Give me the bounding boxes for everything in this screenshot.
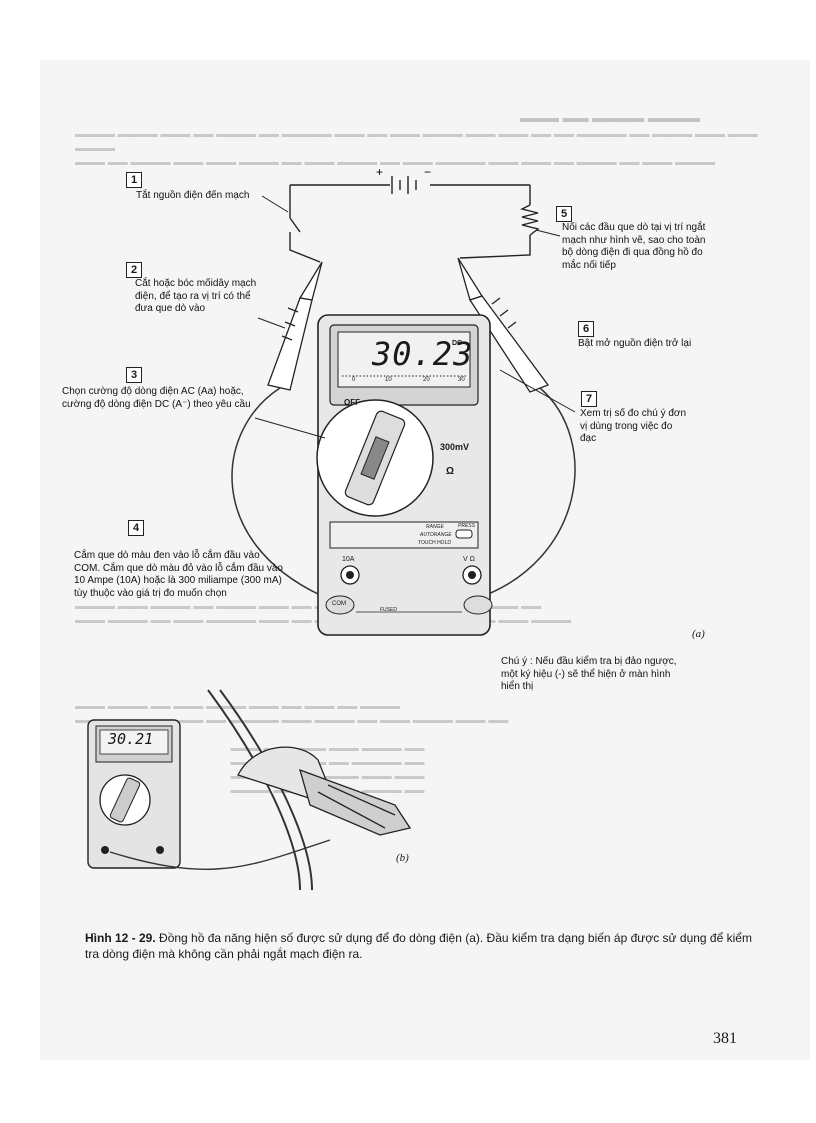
fused-label: FUSED [380,607,397,613]
bleed-through-text: ▬▬▬▬ ▬▬▬▬ ▬▬▬ ▬▬ ▬▬▬▬ ▬▬ ▬▬▬▬▬ ▬▬▬ ▬▬ ▬▬… [75,129,758,168]
circuit-wire-left [289,185,321,263]
caption-prefix: Hình 12 - 29. [85,931,156,945]
reverse-probe-note: Chú ý : Nếu đầu kiểm tra bị đảo ngược, m… [501,656,677,692]
caption-text: Đồng hồ đa năng hiện số được sử dụng để … [85,931,752,961]
wire-under-test-2 [219,689,313,891]
current-clamp [237,746,412,836]
leader-step-1 [261,195,289,213]
plus-sign: + [376,165,383,179]
figure-caption: Hình 12 - 29. Đồng hồ đa năng hiện số đư… [85,930,765,962]
step-7-text: Xem trị số đo chú ý đơn vị dùng trong vi… [580,408,687,444]
clamp-cable [109,839,331,870]
meter-b-reading: 30.21 [108,730,154,748]
battery-icon [391,176,417,194]
leader-step-2 [257,317,286,329]
meter-a-scale-10: 10 [385,377,392,383]
meter-a-unit: DC [452,340,463,347]
step-5-number: 5 [556,206,572,222]
left-probe-lead [231,387,321,596]
circuit-wire-right [459,185,531,259]
leader-step-3 [254,417,326,439]
jack-com-label: COM [332,601,346,607]
step-1-number: 1 [126,172,142,188]
leader-step-7 [499,369,576,413]
step-4-text: Cắm que dò màu đen vào lỗ cắm đầu vào CO… [74,550,283,599]
step-2-text: Cắt hoặc bóc mốidây mạch điện, để tạo ra… [135,278,257,314]
meter-a-reading: 30.23 [372,335,474,373]
leader-step-5 [535,229,561,237]
step-4-number: 4 [128,520,144,536]
step-3-text: Chọn cường độ dòng điện AC (Aa) hoặc, cư… [62,386,251,410]
dial-label-300mv[interactable]: 300mV [440,442,470,452]
step-5-text: Nối các đầu que dò tại vị trí ngắt mạch … [562,222,706,271]
dial-label-off[interactable]: OFF [344,398,360,407]
meter-a-scale-30: 30 [458,377,465,383]
touch-hold-label: TOUCH HOLD [418,540,451,546]
jack-10a-label: 10A [342,556,355,563]
meter-a-scale-20: 20 [423,377,430,383]
left-probe [267,261,323,391]
wire-under-test [207,689,301,891]
multimeter-a-body [316,314,493,636]
switch-icon [289,217,301,233]
resistor-icon [519,204,540,236]
dial-label-ohm[interactable]: Ω [446,466,455,477]
multimeter-b [87,719,181,869]
jack-vohm-label: V Ω [463,556,475,563]
step-6-text: Bật mở nguồn điện trở lại [578,338,692,349]
step-3-number: 3 [126,367,142,383]
bleed-through-heading: ▬▬▬ ▬▬ ▬▬▬▬ ▬▬▬▬ [520,110,700,125]
press-button-label[interactable]: PRESS [458,523,475,529]
figure-label-b: (b) [396,852,409,864]
range-button-label[interactable]: RANGE [426,524,444,530]
minus-sign: − [424,165,431,179]
page-number: 381 [713,1030,737,1047]
step-2-number: 2 [126,262,142,278]
step-7-number: 7 [581,391,597,407]
right-probe-lead [477,387,576,599]
step-1-text: Tắt nguồn điện đến mạch [136,190,250,201]
step-6-number: 6 [578,321,594,337]
autorange-label: AUTORANGE [420,532,452,538]
meter-a-scale-0: 0 [352,377,356,383]
figure-label-a: (a) [692,628,705,640]
